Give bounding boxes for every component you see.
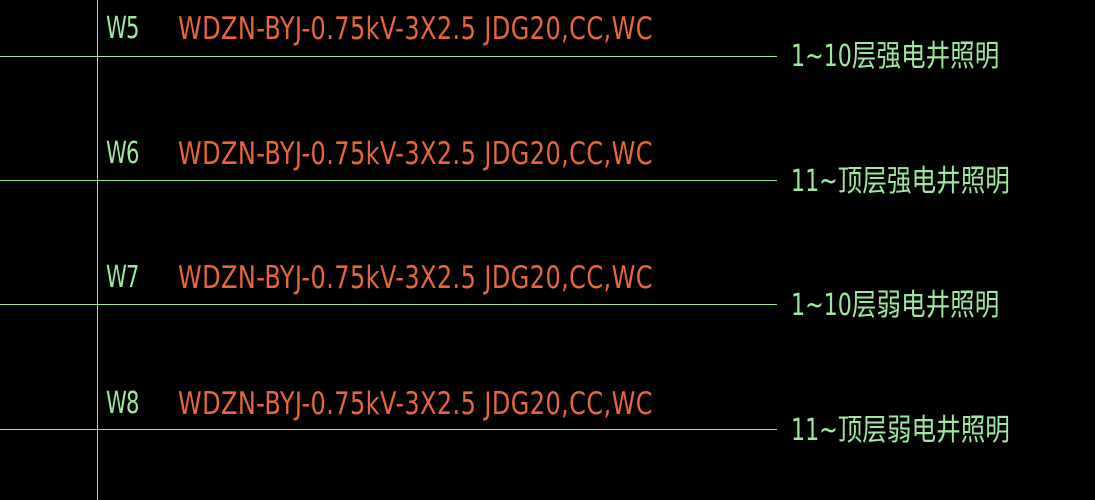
circuit-description-w8: 11~顶层弱电井照明 xyxy=(791,413,1010,448)
cable-spec-w5: WDZN-BYJ-0.75kV-3X2.5 JDG20,CC,WC xyxy=(178,11,653,47)
circuit-id-w5: W5 xyxy=(106,11,139,46)
cable-spec-w6: WDZN-BYJ-0.75kV-3X2.5 JDG20,CC,WC xyxy=(178,136,653,172)
circuit-line-w5 xyxy=(0,56,777,57)
circuit-line-w8 xyxy=(0,429,777,430)
circuit-id-w7: W7 xyxy=(106,260,139,295)
vertical-bus-line xyxy=(97,0,98,500)
circuit-line-w7 xyxy=(0,304,777,305)
circuit-description-w6: 11~顶层强电井照明 xyxy=(791,164,1010,199)
cable-spec-w7: WDZN-BYJ-0.75kV-3X2.5 JDG20,CC,WC xyxy=(178,260,653,296)
circuit-id-w8: W8 xyxy=(106,386,139,421)
circuit-description-w5: 1~10层强电井照明 xyxy=(791,39,1000,74)
circuit-line-w6 xyxy=(0,180,777,181)
cable-spec-w8: WDZN-BYJ-0.75kV-3X2.5 JDG20,CC,WC xyxy=(178,386,653,422)
circuit-id-w6: W6 xyxy=(106,136,139,171)
circuit-description-w7: 1~10层弱电井照明 xyxy=(791,288,1000,323)
